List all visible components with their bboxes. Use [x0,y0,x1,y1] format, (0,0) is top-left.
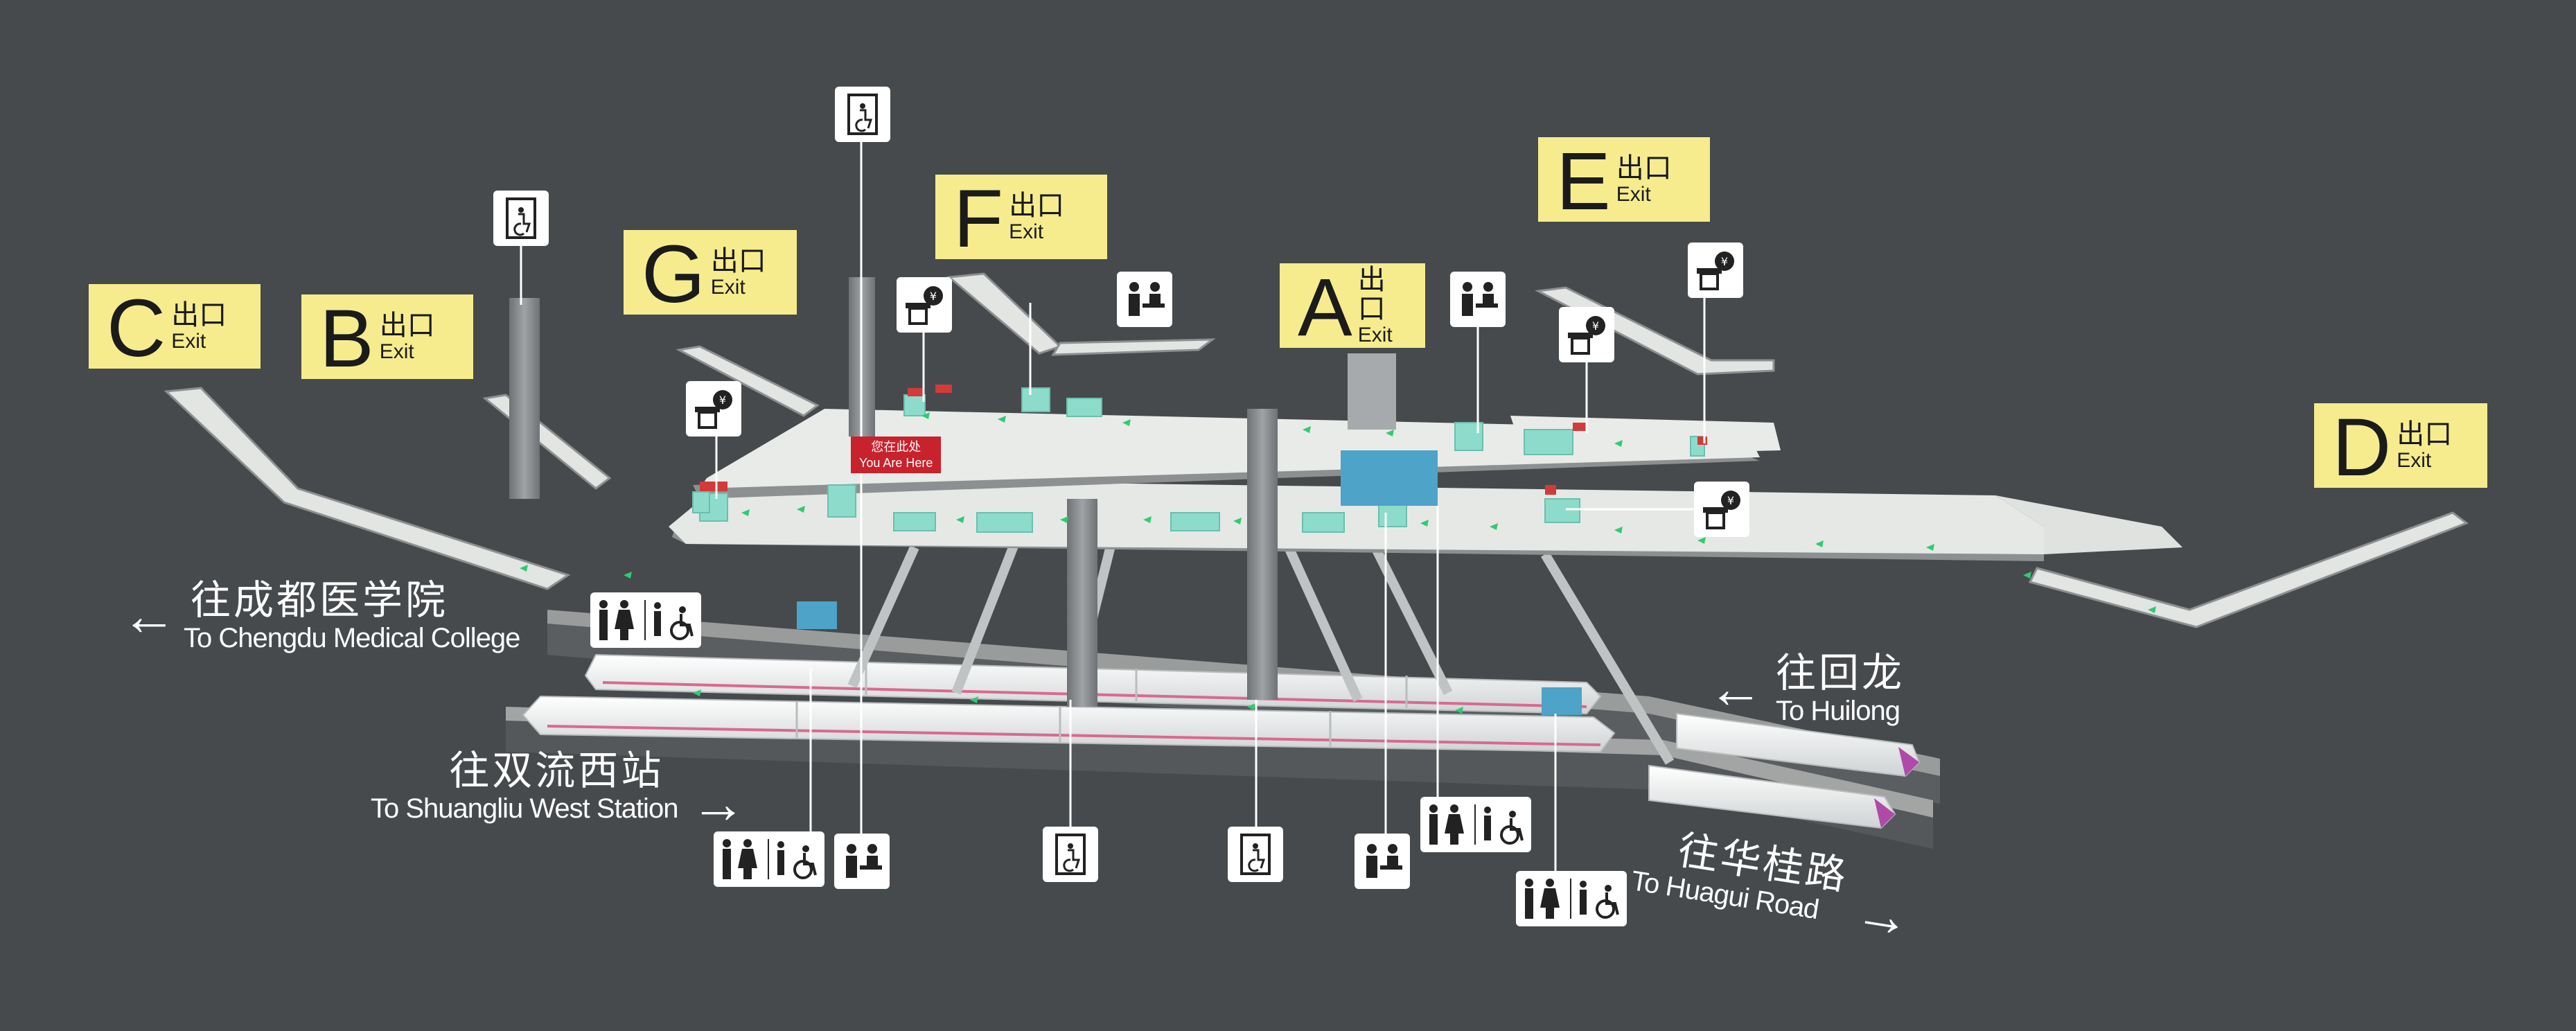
svg-text:¥: ¥ [719,394,726,407]
arrow-left-icon: ← [121,584,177,646]
you-are-here-marker: 您在此处 You Are Here [851,437,942,473]
restroom-icon [714,831,824,887]
elevator-icon [835,87,890,142]
exit-en-label: Exit [1009,220,1044,243]
arrow-right-icon: → [1851,880,1915,950]
exit-cn-label: 出口 [379,310,435,341]
exit-en-label: Exit [379,340,414,363]
exit-cn-label: 出口 [1357,264,1386,324]
exit-cn-label: 出口 [710,245,766,276]
exit-cn-label: 出口 [1616,152,1672,184]
you-are-here-en: You Are Here [859,455,933,470]
you-are-here-cn: 您在此处 [871,440,921,454]
exit-en-label: Exit [2397,448,2432,472]
svg-text:¥: ¥ [1592,319,1599,333]
elevator-icon [1228,827,1283,882]
direction-en: To Shuangliu West Station [371,793,678,824]
elevator-icon [1043,827,1098,882]
restroom-icon [1516,871,1627,926]
arrow-right-icon: → [690,773,746,834]
ticket-machine-icon: ¥ [686,381,741,437]
ticket-machine-icon: ¥ [1559,307,1614,362]
restroom-icon [590,592,701,648]
exit-en-label: Exit [1616,182,1651,206]
restroom-icon [1420,797,1531,852]
exit-letter: G [642,229,705,320]
direction-en: To Huilong [1776,695,1900,726]
service-center-icon [834,834,890,889]
train-right-1 [1676,712,1921,777]
service-center-icon [1355,834,1410,889]
flow-arrows [520,412,2156,714]
exit-cn-label: 出口 [171,299,227,331]
svg-text:¥: ¥ [1721,255,1728,268]
train-right-2 [1648,764,1896,829]
direction-cn: 往成都医学院 [191,578,449,623]
direction-medical-college: ← 往成都医学院 To Chengdu Medical College [121,579,520,653]
service-center-blocks [1341,450,1438,506]
exit-cn-label: 出口 [2397,418,2453,450]
exit-en-label: Exit [1357,323,1393,346]
ticket-machine-icon: ¥ [1688,243,1743,298]
platform-equipment-room [1542,687,1582,715]
exit-letter: B [319,293,374,385]
direction-en: To Chengdu Medical College [184,622,520,653]
ticket-machine-icon: ¥ [1694,482,1749,537]
direction-huilong: ← 往回龙 To Huilong [1708,651,1905,726]
arrow-left-icon: ← [1708,657,1763,719]
exit-letter: D [2332,402,2392,493]
platform-equipment-room [797,601,837,629]
ticket-machine-icon: ¥ [897,277,952,333]
exit-en-label: Exit [710,275,746,299]
facility-blocks [692,387,1705,533]
exit-en-label: Exit [171,329,206,353]
train-lower [522,695,1616,753]
svg-text:¥: ¥ [1727,494,1734,507]
service-center-icon [1117,272,1172,327]
direction-cn: 往回龙 [1776,651,1905,696]
svg-text:¥: ¥ [930,290,937,303]
exit-letter: A [1298,262,1352,353]
exit-cn-label: 出口 [1009,190,1065,221]
direction-cn: 往双流西站 [449,748,664,794]
service-center-icon [1450,272,1506,327]
exit-letter: F [953,173,1004,265]
columns [509,277,1396,707]
elevator-icon [493,191,549,246]
exit-letter: C [107,283,166,374]
exit-letter: E [1556,136,1611,227]
direction-shuangliu: 往双流西站 To Shuangliu West Station → [371,741,746,831]
